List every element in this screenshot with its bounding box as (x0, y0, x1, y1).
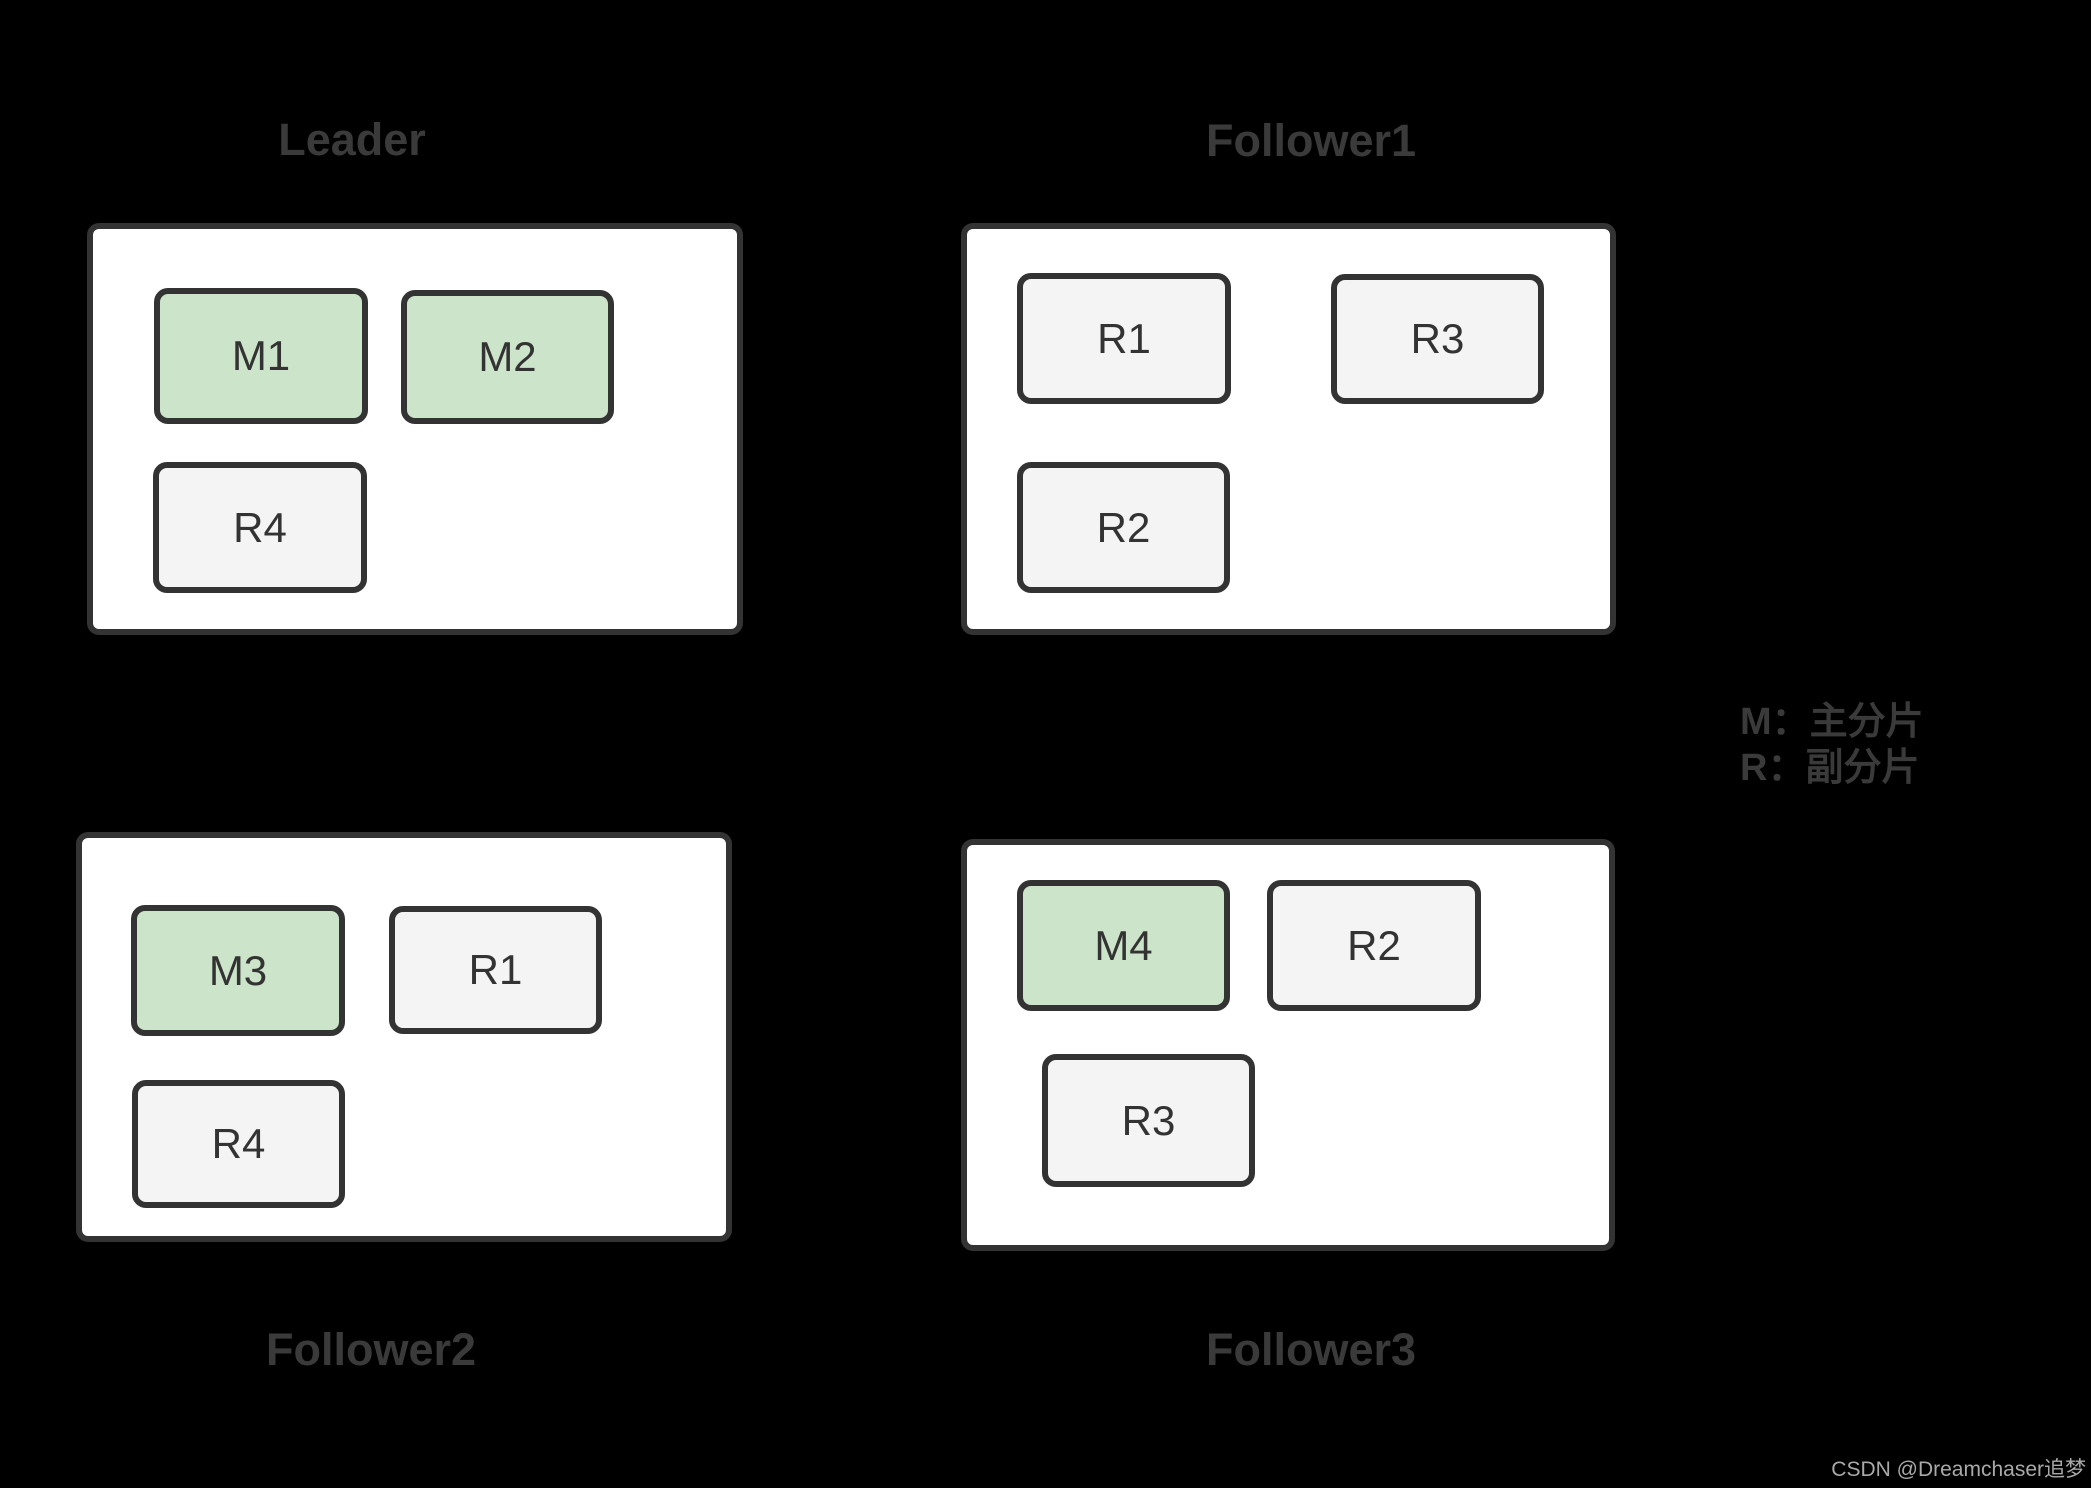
shard-m1-primary: M1 (154, 288, 368, 424)
node-title-leader: Leader (278, 114, 426, 165)
shard-m4-primary: M4 (1017, 880, 1230, 1011)
node-title-follower2: Follower2 (265, 1324, 477, 1375)
shard-m2-primary: M2 (401, 290, 614, 424)
shard-r2-replica-follower1: R2 (1017, 462, 1230, 593)
shard-m3-primary: M3 (131, 905, 345, 1036)
shard-legend: M：主分片 R：副分片 (1740, 699, 1924, 791)
shard-r3-replica-follower3: R3 (1042, 1054, 1255, 1187)
shard-r4-replica-follower2: R4 (132, 1080, 345, 1208)
legend-replica-line: R：副分片 (1740, 747, 1920, 789)
node-title-follower1: Follower1 (1205, 115, 1417, 166)
shard-r1-replica-follower1: R1 (1017, 273, 1231, 404)
node-title-follower3: Follower3 (1205, 1324, 1417, 1375)
legend-primary-line: M：主分片 (1740, 701, 1924, 743)
shard-r1-replica-follower2: R1 (389, 906, 602, 1034)
shard-r2-replica-follower3: R2 (1267, 880, 1481, 1011)
shard-r3-replica-follower1: R3 (1331, 274, 1544, 404)
shard-r4-replica-leader: R4 (153, 462, 367, 593)
csdn-watermark: CSDN @Dreamchaser追梦 (1831, 1458, 2086, 1481)
